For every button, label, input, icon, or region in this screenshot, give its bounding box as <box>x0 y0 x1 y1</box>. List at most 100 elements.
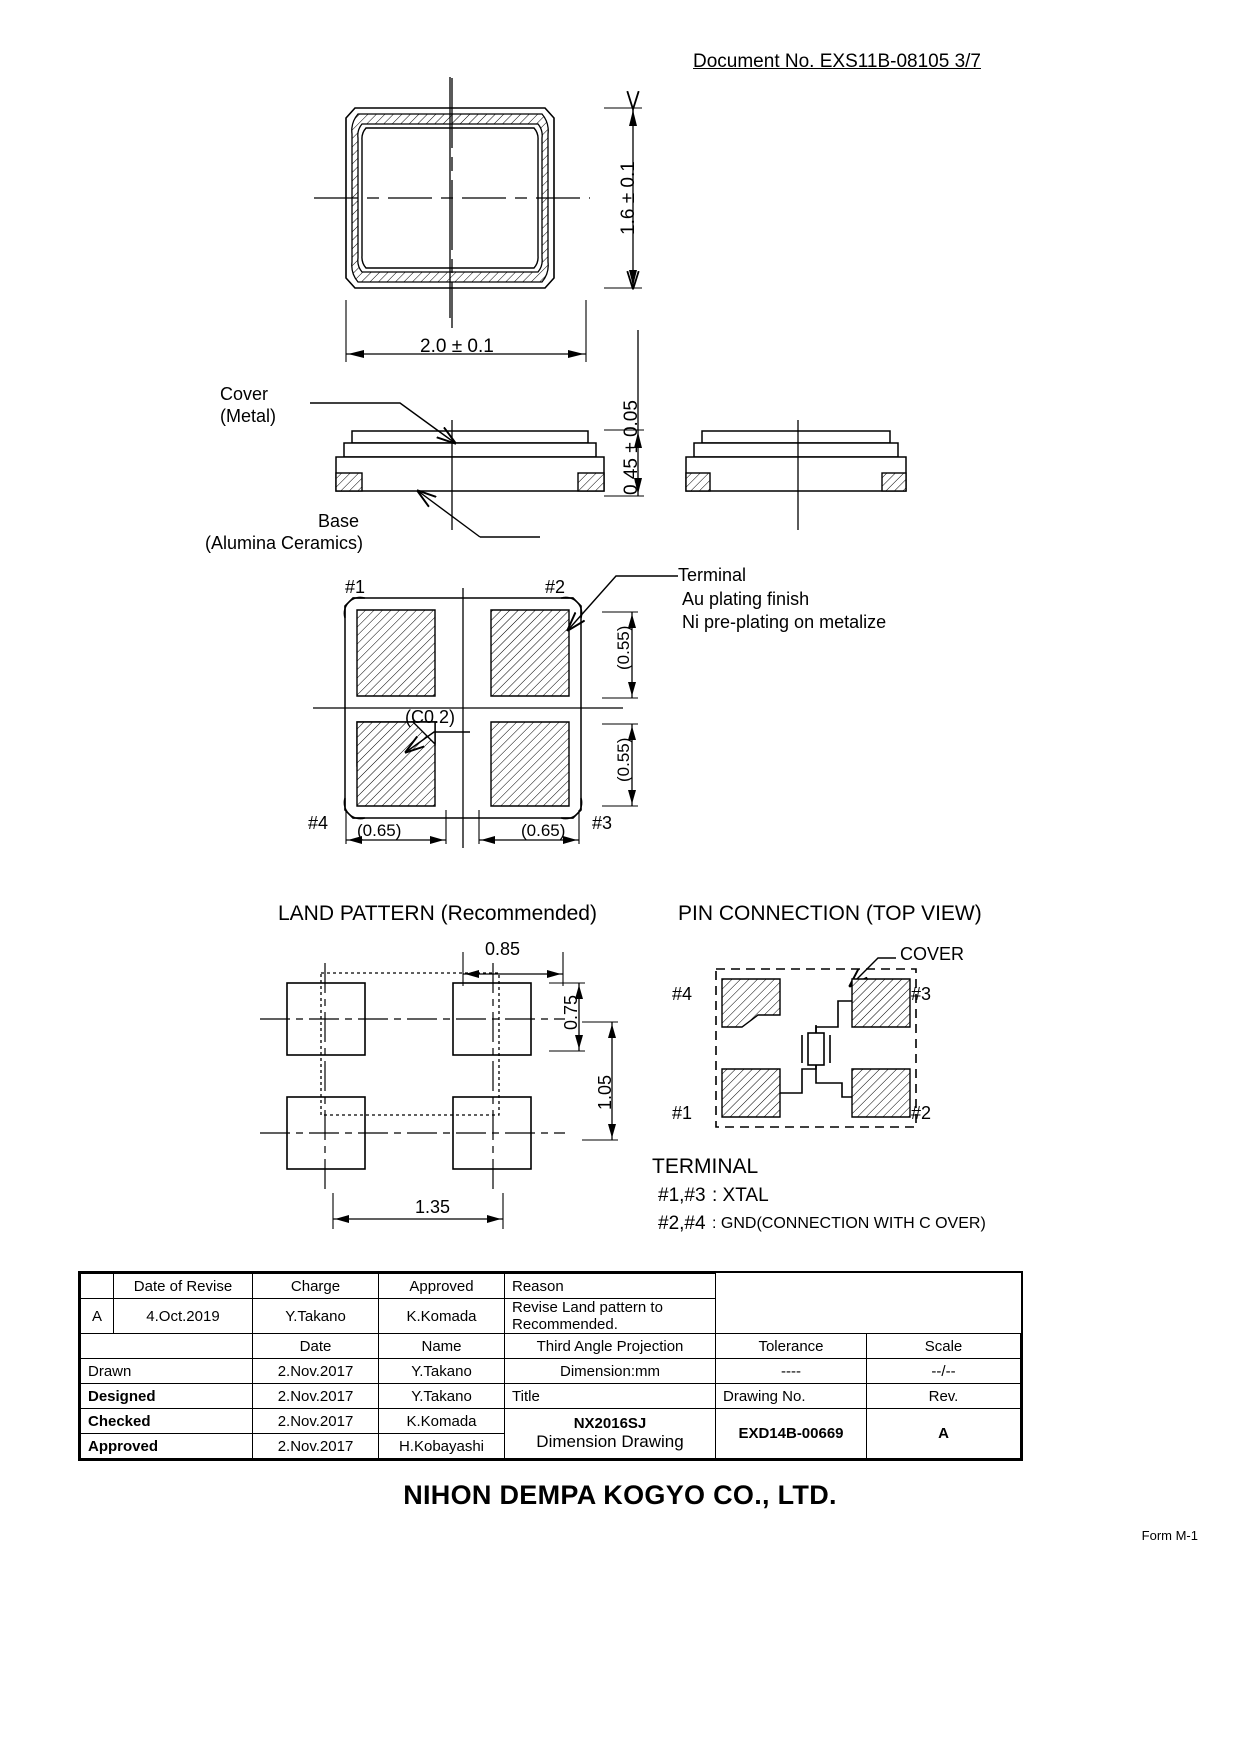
corner-castellations <box>343 596 583 820</box>
base-leader-line <box>370 487 540 538</box>
pad-height-top-dimension: (0.55) <box>614 625 633 670</box>
role-designed: Designed <box>80 1383 253 1409</box>
dim-pad-width-right <box>478 810 580 844</box>
title-block-sub-header-row: Date Name Third Angle Projection Toleran… <box>80 1333 1021 1359</box>
base-label-line2: (Alumina Ceramics) <box>205 533 364 553</box>
dim-land-075 <box>549 982 585 1052</box>
title-block: Date of Revise Charge Approved Reason A … <box>78 1271 1023 1461</box>
base-body <box>335 456 605 492</box>
date-drawn: 2.Nov.2017 <box>252 1358 379 1384</box>
revise-col-charge-header: Charge <box>252 1273 379 1299</box>
form-number: Form M-1 <box>1141 1528 1198 1543</box>
rev-value: A <box>866 1408 1021 1459</box>
terminal-callout-note1: Au plating finish <box>682 589 810 609</box>
terminal-callout-note2: Ni pre-plating on metalize <box>682 612 887 632</box>
title-block-row-checked: Checked 2.Nov.2017 K.Komada NX2016SJ Dim… <box>80 1408 1021 1459</box>
top-view-height-dimension: 1.6 ± 0.1 <box>618 161 639 235</box>
cover-callout-leader <box>838 957 896 1000</box>
terminal-pins-xtal: #1,#3 <box>658 1185 706 1206</box>
pad-height-bottom-dimension: (0.55) <box>614 737 633 782</box>
chamfer-callout: (C0.2) <box>405 707 456 727</box>
pin-connection-drawing <box>715 968 917 1128</box>
base-label-line1: Base <box>318 511 360 531</box>
name-drawn: Y.Takano <box>378 1358 505 1384</box>
bottom-view-pin4-label: #4 <box>308 813 329 833</box>
pin-pad-3 <box>851 978 911 1028</box>
land-pattern-title: LAND PATTERN (Recommended) <box>278 902 597 925</box>
drawing-title-main: NX2016SJ <box>573 1415 647 1432</box>
land-dim-bottom: 1.35 <box>415 1197 451 1217</box>
revise-reason: Revise Land pattern to Recommended. <box>504 1298 716 1334</box>
title-block-row-designed: Designed 2.Nov.2017 Y.Takano Title Drawi… <box>80 1383 1021 1409</box>
dim-land-105 <box>582 1021 618 1141</box>
dim-pad-width-left <box>345 810 447 844</box>
name-designed: Y.Takano <box>378 1383 505 1409</box>
title-block-row-approved: Approved 2.Nov.2017 H.Kobayashi <box>80 1433 1021 1459</box>
end-terminal-foot-right <box>881 472 907 492</box>
dim-land-135 <box>332 1193 504 1229</box>
bottom-view-pin3-label: #3 <box>592 813 613 833</box>
cover-hatch-band <box>351 113 549 283</box>
sub-col-blank <box>80 1333 253 1359</box>
pin-connection-package-outline <box>715 968 917 1128</box>
pad-1 <box>356 609 436 697</box>
date-designed: 2.Nov.2017 <box>252 1383 379 1409</box>
end-view-vertical-centerline <box>797 420 799 530</box>
date-approved: 2.Nov.2017 <box>252 1433 379 1459</box>
document-number: Document No. EXS11B-08105 3/7 <box>693 51 981 72</box>
revise-date: 4.Oct.2019 <box>113 1298 253 1334</box>
sub-col-name-header: Name <box>378 1333 505 1359</box>
bottom-view-pin1-label: #1 <box>345 577 366 597</box>
top-view-width-dimension: 2.0 ± 0.1 <box>420 336 494 357</box>
scale-value: --/-- <box>866 1358 1021 1384</box>
top-view-vertical-centerline <box>451 78 453 328</box>
name-approved: H.Kobayashi <box>378 1433 505 1459</box>
revise-charge: Y.Takano <box>252 1298 379 1334</box>
title-block-revise-header-row: Date of Revise Charge Approved Reason <box>80 1273 1021 1299</box>
dimension-unit: Dimension:mm <box>504 1358 716 1384</box>
terminal-foot-left <box>335 472 363 492</box>
end-base-body <box>685 456 907 492</box>
land-pattern-drawing <box>260 963 565 1189</box>
drawing-title: NX2016SJ Dimension Drawing <box>504 1408 716 1459</box>
role-checked: Checked <box>80 1408 253 1434</box>
date-checked: 2.Nov.2017 <box>252 1408 379 1434</box>
terminal-xtal-desc: : XTAL <box>712 1185 769 1206</box>
rev-label: Rev. <box>866 1383 1021 1409</box>
side-view-drawing <box>335 430 605 492</box>
revise-col-reason-header: Reason <box>504 1273 716 1299</box>
title-block-revise-row: A 4.Oct.2019 Y.Takano K.Komada Revise La… <box>80 1298 1021 1334</box>
pad-2 <box>490 609 570 697</box>
side-view-thickness-dimension: 0.45 ± 0.05 <box>621 400 642 495</box>
cover-label-line1: Cover <box>220 384 269 404</box>
pin-pad-2 <box>851 1068 911 1118</box>
terminal-pins-gnd: #2,#4 <box>658 1213 706 1234</box>
pin-connection-pin4-label: #4 <box>672 984 693 1004</box>
pad-width-right-dimension: (0.65) <box>521 821 566 840</box>
pin-connection-traces <box>780 1000 852 1098</box>
pad-width-left-dimension: (0.65) <box>357 821 402 840</box>
tolerance-header: Tolerance <box>715 1333 867 1359</box>
land-dim-top: 0.85 <box>485 939 521 959</box>
role-drawn: Drawn <box>80 1358 253 1384</box>
terminal-heading: TERMINAL <box>652 1155 759 1178</box>
tolerance-value: ---- <box>715 1358 867 1384</box>
revise-col-mark-header <box>80 1273 114 1299</box>
land-dim-right-lower: 1.05 <box>595 1074 615 1110</box>
end-view-drawing <box>685 430 907 492</box>
pin-connection-pin1-label: #1 <box>672 1103 693 1123</box>
dim-height-top-view <box>604 80 642 320</box>
dim-land-085 <box>462 952 564 986</box>
device-outline-dotted <box>320 972 500 1116</box>
pad-3 <box>490 721 570 807</box>
pin-pad-1 <box>721 1068 781 1118</box>
pin-connection-cover-label: COVER <box>900 944 965 964</box>
terminal-foot-right <box>577 472 605 492</box>
chamfer-leader-line <box>392 731 470 772</box>
drawing-title-sub: Dimension Drawing <box>536 1432 684 1451</box>
end-terminal-foot-left <box>685 472 711 492</box>
bottom-view-vertical-centerline <box>462 588 464 848</box>
sub-col-date-header: Date <box>252 1333 379 1359</box>
bottom-view-pin2-label: #2 <box>545 577 566 597</box>
cover-label-line2: (Metal) <box>220 406 277 426</box>
